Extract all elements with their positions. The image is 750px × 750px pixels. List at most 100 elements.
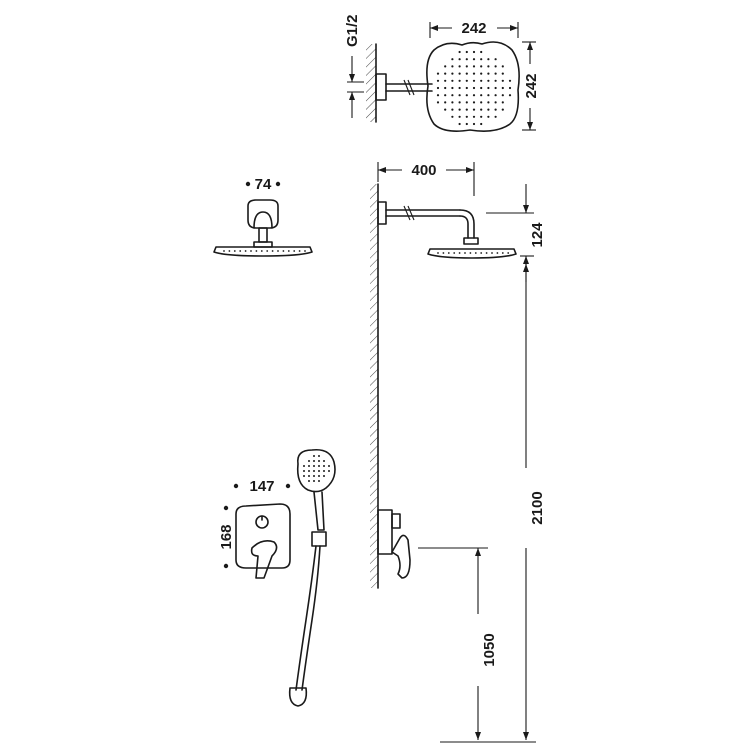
mixer-plate [235, 503, 291, 569]
shower-head-side-small [213, 246, 313, 257]
nozzle-dot [328, 465, 330, 467]
nozzle-dot [304, 250, 306, 252]
nozzle-dot [487, 108, 490, 111]
nozzle-dot [255, 250, 258, 252]
nozzle-dot [313, 480, 315, 482]
nozzle-dot [494, 94, 497, 97]
nozzle-dot [323, 465, 325, 467]
nozzle-dot [465, 58, 468, 61]
arm-drop-label: 124 [529, 222, 546, 248]
nozzle-dot [442, 252, 445, 254]
nozzle-dot [474, 252, 477, 254]
thread-mark [407, 205, 415, 221]
arm-curve-inner [459, 215, 469, 239]
wall-flange [377, 201, 387, 225]
nozzle-dot [239, 250, 242, 252]
nozzle-dot [308, 480, 310, 482]
nozzle-dot [458, 115, 461, 118]
nozzle-dot [313, 455, 315, 457]
nozzle-dot [223, 250, 225, 252]
nozzle-dot [436, 79, 440, 82]
nozzle-dot [308, 475, 310, 477]
nozzle-dot [318, 460, 320, 462]
arm-connector [463, 237, 479, 245]
nozzle-dot [328, 470, 330, 472]
nozzle-dot [472, 72, 476, 75]
nozzle-dot [444, 94, 447, 97]
nozzle-dot [494, 72, 497, 75]
nozzle-dot [451, 86, 454, 90]
mixer-body-side [377, 509, 393, 555]
nozzle-dot [458, 108, 461, 111]
hand-shower-head [296, 448, 336, 493]
nozzle-dot [487, 58, 490, 61]
nozzle-dot [501, 101, 504, 104]
nozzle-dot [472, 58, 476, 61]
nozzle-dot [465, 65, 468, 68]
nozzle-dot [501, 65, 504, 68]
nozzle-dot [465, 108, 468, 111]
nozzle-dot [293, 250, 296, 252]
nozzle-dot [282, 250, 285, 252]
nozzle-dot [451, 101, 454, 104]
nozzle-dot [508, 94, 512, 97]
mixer-lever-side [391, 534, 411, 579]
nozzle-dot [458, 72, 461, 75]
thread-dimension: G1/2 [344, 14, 364, 118]
nozzle-dot [277, 250, 279, 252]
hose-inner [295, 545, 317, 691]
nozzle-dot [458, 86, 461, 90]
wall-flange-top [375, 73, 387, 101]
nozzle-dot [313, 475, 315, 477]
arm-curve-outer [459, 209, 475, 239]
nozzle-dot [313, 470, 315, 472]
nozzle-dot [480, 122, 483, 126]
arm-front-view: 74 [213, 176, 313, 257]
arm-width-label: 74 [255, 176, 272, 193]
nozzle-dot [480, 65, 483, 68]
nozzle-dot [465, 50, 468, 54]
nozzle-dot [465, 79, 468, 82]
total-height-dimension: 2100 [523, 264, 546, 740]
nozzle-dot [494, 58, 497, 61]
nozzle-dot [313, 460, 315, 462]
shower-head-nozzles [436, 50, 512, 126]
nozzle-dot [496, 252, 499, 254]
arm-bend [253, 211, 273, 229]
nozzle-dot [436, 86, 440, 90]
nozzle-dot [480, 252, 483, 254]
nozzle-dot [458, 94, 461, 97]
hand-shower-handle [313, 491, 325, 531]
nozzle-dot [487, 101, 490, 104]
arm-stem [258, 227, 268, 243]
nozzle-dot [451, 108, 454, 111]
nozzle-dot [501, 86, 504, 90]
plate-height-label: 168 [218, 524, 235, 549]
nozzle-dot [458, 50, 461, 54]
nozzle-dot [444, 72, 447, 75]
nozzle-dot [318, 470, 320, 472]
nozzle-dot [244, 250, 247, 252]
nozzle-dot [458, 122, 461, 126]
nozzle-dot [472, 86, 476, 90]
nozzle-dot [485, 252, 488, 254]
nozzle-dot [501, 94, 504, 97]
nozzle-dot [465, 72, 468, 75]
nozzle-dot [507, 252, 510, 254]
head-height-dimension: 242 [522, 41, 540, 131]
nozzle-dot [266, 250, 269, 252]
nozzle-dot [501, 252, 504, 254]
nozzle-dot [453, 252, 456, 254]
nozzle-dot [487, 86, 490, 90]
nozzle-dot [308, 465, 310, 467]
nozzle-dot [472, 115, 476, 118]
nozzle-dot [318, 475, 320, 477]
nozzle-dot [494, 108, 497, 111]
nozzle-dot [303, 470, 305, 472]
side-nozzles-small [223, 250, 306, 252]
nozzle-dot [444, 108, 447, 111]
hand-shower-nozzles [303, 455, 330, 482]
nozzle-dot [480, 101, 483, 104]
nozzle-dot [303, 465, 305, 467]
nozzle-dot [472, 79, 476, 82]
